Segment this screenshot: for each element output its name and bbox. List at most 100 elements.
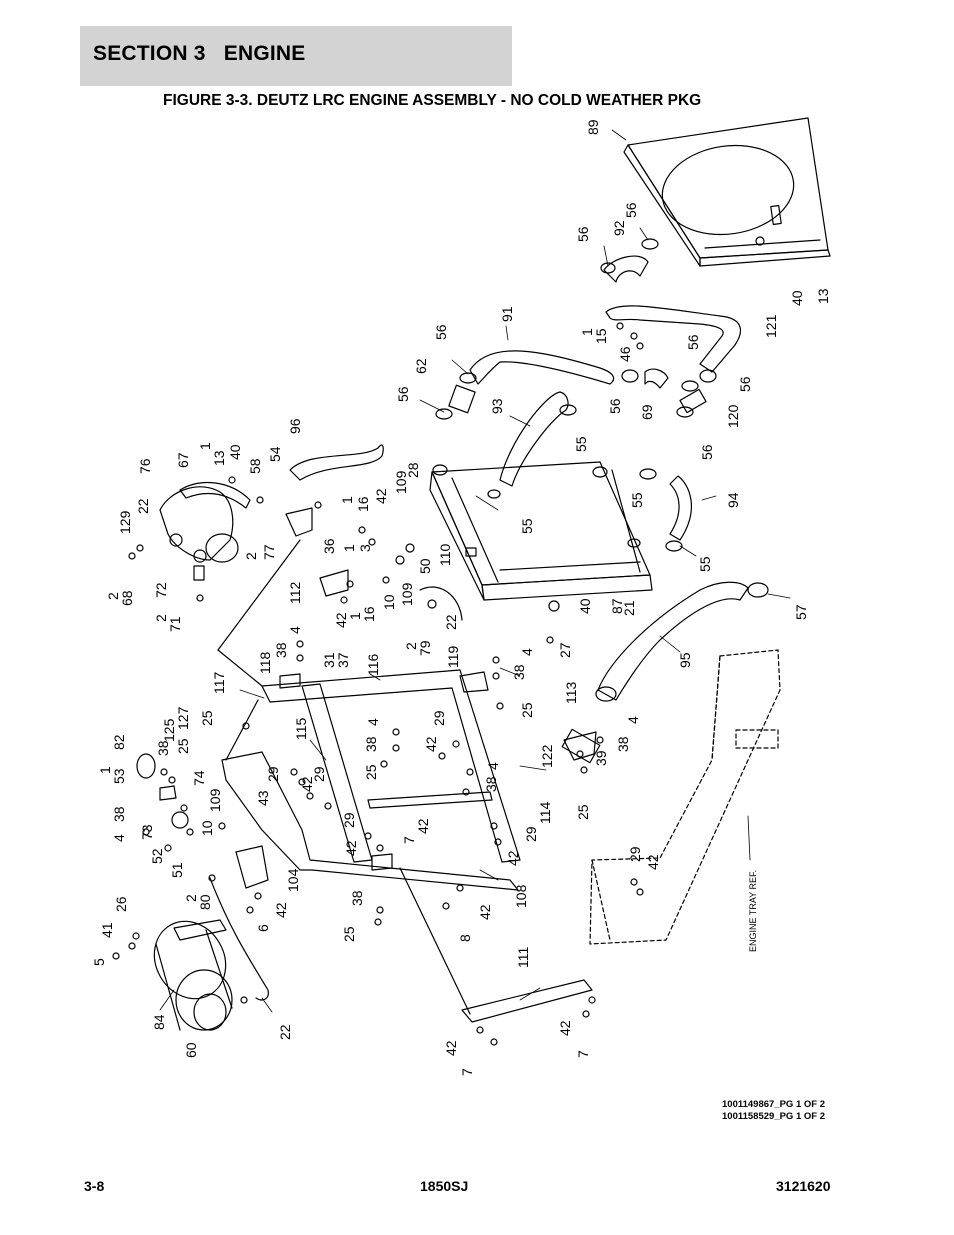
callout: 60 [183,1042,199,1058]
callout: 127 [175,706,191,730]
callout: 2 [105,592,121,600]
callout: 69 [639,404,655,420]
callout: 10 [381,594,397,610]
callout: 71 [167,616,183,632]
callout: 73 [139,824,155,840]
callout: 4 [287,626,303,634]
callout: 13 [211,450,227,466]
callout: 120 [725,404,741,428]
callout: 74 [191,770,207,786]
callout: 25 [341,926,357,942]
callout: 96 [287,418,303,434]
callout: 42 [415,818,431,834]
section-header: SECTION 3 ENGINE [80,26,512,86]
doc-id: 1001149867_PG 1 OF 2 [722,1099,825,1110]
callout: 104 [285,868,301,892]
callout: 40 [577,598,593,614]
callout: 114 [537,801,553,824]
callout: 68 [119,590,135,606]
callout: 112 [287,581,303,604]
callout: 56 [575,226,591,242]
callout: 2 [183,894,199,902]
callout: 76 [137,458,153,474]
callout: 62 [413,358,429,374]
callout-labels: 89 56 92 56 40 13 91 56 62 56 1 15 46 56… [91,119,831,1076]
air-intake [159,444,384,597]
callout: 1 [197,442,213,450]
callout: 4 [365,718,381,726]
callout: 56 [623,202,639,218]
hardware-fasteners [112,322,644,1046]
callout: 121 [763,314,779,338]
callout: 29 [311,766,327,782]
callout: 25 [199,710,215,726]
callout: 84 [151,1014,167,1030]
callout: 46 [617,346,633,362]
callout: 21 [621,600,637,616]
callout: 37 [335,652,351,668]
mount-bracket [399,867,593,1023]
callout: 27 [557,642,573,658]
model-name: 1850SJ [420,1178,469,1194]
callout: 91 [499,306,515,322]
engine-tray [589,649,781,945]
callout: 55 [697,556,713,572]
callout: 25 [363,764,379,780]
callout: 42 [273,902,289,918]
callout: 2 [243,552,259,560]
callout: 56 [607,398,623,414]
callout: 38 [349,890,365,906]
callout: 119 [445,645,461,668]
callout: 54 [267,446,283,462]
callout: 4 [519,648,535,656]
callout: 4 [111,834,127,842]
callout: 16 [361,606,377,622]
callout: 42 [557,1020,573,1036]
callout: 42 [443,1040,459,1056]
callout: 31 [321,652,337,668]
callout: 22 [277,1024,293,1040]
callout: 94 [725,492,741,508]
callout: 72 [153,582,169,598]
callout: 1 [579,328,595,336]
callout: 58 [247,458,263,474]
callout: 3 [357,544,373,552]
callout: 42 [477,904,493,920]
callout: 55 [573,436,589,452]
callout: 4 [625,716,641,724]
callout: 118 [257,651,273,674]
callout: 55 [629,492,645,508]
upper-hoses [435,238,742,552]
callout: 57 [793,604,809,620]
callout: 10 [199,820,215,836]
callout: 15 [593,328,609,344]
callout: 53 [111,768,127,784]
callout: 38 [483,776,499,792]
doc-id: 1001158529_PG 1 OF 2 [722,1111,825,1122]
callout: 42 [373,488,389,504]
callout: 1 [347,612,363,620]
callout: 56 [737,376,753,392]
callout: 38 [615,736,631,752]
callout: 25 [575,804,591,820]
callout: 111 [515,947,531,968]
callout: 42 [423,736,439,752]
document-ids: 1001149867_PG 1 OF 2 1001158529_PG 1 OF … [722,1099,825,1123]
callout: 89 [585,119,601,135]
callout: 22 [135,498,151,514]
callout: 38 [155,740,171,756]
fan-shroud [623,117,831,267]
callout: 93 [489,398,505,414]
callout: 42 [505,850,521,866]
callout: 42 [645,854,661,870]
callout: 109 [207,788,223,812]
callout: 7 [401,836,417,844]
callout: 87 [609,598,625,614]
callout: 4 [485,762,501,770]
radiator [429,461,653,601]
alternator [153,919,233,1031]
callout: 29 [265,766,281,782]
lower-hose [561,581,769,764]
callout: 1 [341,544,357,552]
